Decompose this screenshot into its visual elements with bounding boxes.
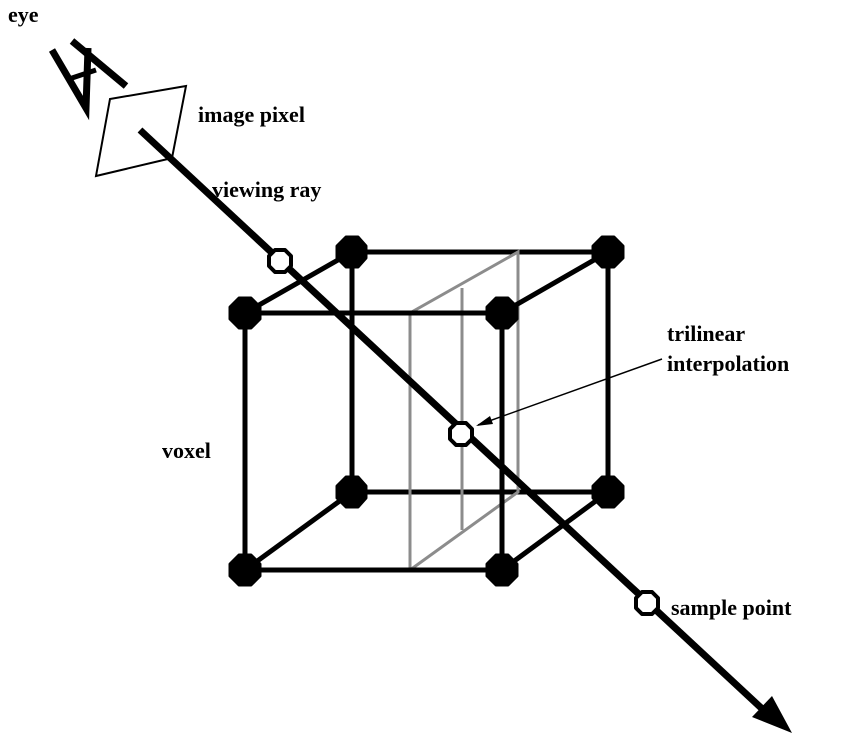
voxel-corner bbox=[335, 475, 368, 509]
trilinear-callout-line bbox=[477, 358, 663, 426]
image-pixel-label: image pixel bbox=[198, 102, 305, 127]
sample-point bbox=[448, 421, 474, 447]
cube-back-edges bbox=[349, 249, 611, 495]
cube-front-face bbox=[242, 310, 505, 573]
sample-point-markers bbox=[267, 248, 660, 616]
interpolation-slice-planes bbox=[408, 249, 520, 572]
voxel-corner bbox=[591, 475, 625, 509]
trilinear-label-line2: interpolation bbox=[667, 351, 789, 376]
sample-point-label: sample point bbox=[671, 595, 792, 620]
voxel-corner bbox=[485, 296, 519, 330]
viewing-ray-label: viewing ray bbox=[212, 177, 321, 202]
eye-icon bbox=[48, 38, 129, 121]
voxel-corner bbox=[228, 553, 262, 587]
sample-point bbox=[634, 590, 660, 616]
voxel-corner bbox=[485, 553, 519, 587]
sample-point bbox=[267, 248, 293, 274]
voxel-corner bbox=[591, 235, 625, 269]
trilinear-callout-arrowhead bbox=[476, 416, 493, 426]
trilinear-label-line1: trilinear bbox=[667, 321, 745, 346]
voxel-corner bbox=[335, 235, 368, 269]
voxel-corner-markers bbox=[228, 235, 625, 587]
eye-label: eye bbox=[8, 2, 39, 27]
cube-depth-edges bbox=[243, 249, 610, 573]
voxel-corner bbox=[228, 296, 262, 330]
voxel-label: voxel bbox=[162, 438, 211, 463]
